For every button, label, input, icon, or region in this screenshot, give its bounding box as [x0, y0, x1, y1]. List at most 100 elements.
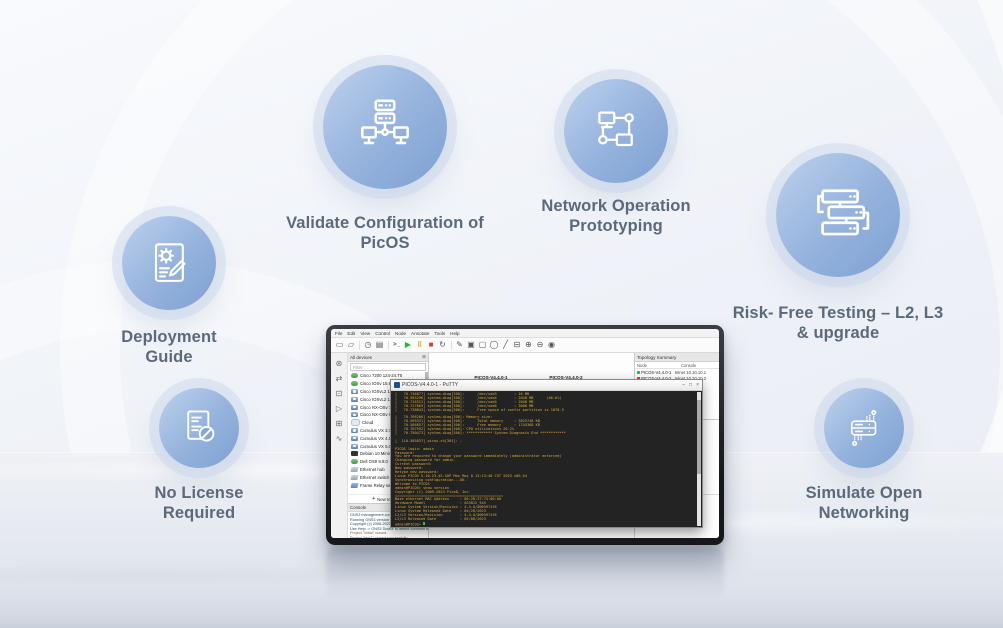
putty-window[interactable]: PICOS-V4.4.0-1 - PuTTY – □ × [ 70.746877…: [390, 379, 703, 528]
hub-icon: [350, 474, 359, 480]
servers-connected-monitors-icon: [361, 99, 409, 145]
device-template[interactable]: Cisco IOSv 15.9(3)M2: [348, 380, 428, 388]
start-icon[interactable]: ▶: [404, 340, 412, 349]
scrollbar-thumb[interactable]: [697, 400, 701, 474]
putty-app-icon: [394, 382, 400, 388]
feature-deployment-guide: Deployment Guide: [99, 216, 239, 368]
device-template[interactable]: Ethernet switch: [348, 473, 428, 481]
add-note-icon[interactable]: ✎: [456, 340, 463, 349]
project-properties-icon[interactable]: ▤: [375, 340, 384, 349]
feature-bubble: [776, 153, 900, 277]
stop-icon[interactable]: ■: [428, 340, 434, 349]
menu-control[interactable]: Control: [375, 330, 391, 336]
browse-routers-icon[interactable]: ⊛: [335, 359, 343, 368]
menu-view[interactable]: View: [360, 330, 371, 336]
feature-validate-configuration: Validate Configuration of PicOS: [275, 65, 495, 254]
feature-bubble: [564, 79, 668, 183]
cloud-icon: [351, 419, 360, 427]
feature-label: Risk- Free Testing – L2, L3 & upgrade: [732, 304, 944, 343]
device-template[interactable]: Cisco NX-OSv 7.3.0: [348, 403, 428, 411]
monitor-reflection: [326, 548, 724, 600]
draw-ellipse-icon[interactable]: ◯: [489, 340, 499, 349]
device-template[interactable]: Dell OS9 9.8.0: [348, 458, 428, 466]
document-gear-pencil-icon: [154, 243, 186, 282]
open-project-icon[interactable]: ▱: [347, 340, 355, 349]
minimize-icon[interactable]: –: [682, 382, 686, 388]
panel-menu-icon[interactable]: ⊞: [422, 354, 426, 359]
device-template[interactable]: Cisco NX-OSv 9000 9.3.1: [348, 411, 428, 419]
terminal-cursor: [423, 521, 426, 526]
device-template[interactable]: Cumulus VX 4.1.0: [348, 434, 428, 442]
topology-summary-header: Topology Summary: [635, 353, 719, 362]
new-blank-project-icon[interactable]: ▭: [335, 340, 344, 349]
add-link-icon[interactable]: ∿: [335, 434, 343, 443]
feature-label: Simulate Open Networking: [805, 484, 923, 523]
node-label: PICOS-V4.4.0-1: [474, 375, 508, 380]
multilayer-switch-icon: [351, 404, 358, 410]
feature-network-prototyping: Network Operation Prototyping: [516, 79, 716, 237]
feature-risk-free-testing: Risk- Free Testing – L2, L3 & upgrade: [728, 153, 948, 344]
monitor: File Edit View Control Node Annotate Too…: [326, 325, 724, 545]
draw-rectangle-icon[interactable]: ▢: [478, 340, 487, 349]
menu-edit[interactable]: Edit: [347, 330, 356, 336]
console-connect-icon[interactable]: >_: [393, 342, 400, 348]
main-toolbar: ▭ ▱ ◷ ▤ >_ ▶ ‖ ■ ↻ ✎ ▣ ▢ ◯ ╱ ⊟ ⊕ ⊖ ◉: [331, 338, 719, 353]
menu-bar: File Edit View Control Node Annotate Too…: [331, 329, 719, 338]
switch-green-icon: [351, 459, 358, 465]
browse-all-devices-icon[interactable]: ⊞: [335, 419, 343, 428]
device-template[interactable]: Frame Relay switch: [348, 481, 428, 489]
menu-annotate[interactable]: Annotate: [411, 330, 430, 336]
feature-label: Deployment Guide: [121, 328, 217, 367]
toolbar-separator: [387, 340, 389, 350]
device-template[interactable]: Cisco IOSvL2 15.2.4.0.55: [348, 395, 428, 403]
browse-end-devices-icon[interactable]: ⊡: [335, 389, 343, 398]
menu-file[interactable]: File: [335, 330, 343, 336]
snapshot-icon[interactable]: ◷: [364, 340, 372, 349]
device-template[interactable]: Cloud: [348, 419, 428, 427]
device-template[interactable]: Cisco 7200 124-24.T5: [348, 372, 428, 380]
suspend-icon[interactable]: ‖: [417, 340, 422, 349]
device-template[interactable]: Debian 10 Minimal: [348, 450, 428, 458]
toolbar-separator: [359, 340, 360, 350]
device-type-toolbar: ⊛ ⇄ ⊡ ▷ ⊞ ∿: [331, 353, 348, 538]
node-label: PICOS-V4.4.0-2: [549, 375, 583, 380]
topology-row[interactable]: PICOS-V4.4.0-2 telnet 10.10.10.2: [635, 376, 719, 383]
multilayer-switch-icon: [351, 412, 358, 418]
menu-tools[interactable]: Tools: [434, 330, 446, 336]
insert-image-icon[interactable]: ▣: [467, 340, 475, 349]
frame-relay-icon: [350, 482, 359, 488]
lock-icon[interactable]: ⊟: [513, 340, 521, 349]
browse-security-devices-icon[interactable]: ▷: [335, 404, 343, 413]
browse-switches-icon[interactable]: ⇄: [335, 374, 343, 383]
document-prohibited-icon: [187, 410, 215, 442]
feature-label: No License Required: [154, 484, 244, 523]
device-filter-input[interactable]: Filter: [350, 363, 426, 371]
topology-nodes-icon: [598, 111, 634, 147]
menu-node[interactable]: Node: [395, 330, 406, 336]
stacked-servers-icon: [817, 189, 870, 236]
device-template[interactable]: Cisco IOSvL2 15.2.20200924: [348, 388, 428, 396]
close-icon[interactable]: ×: [696, 382, 699, 388]
zoom-in-icon[interactable]: ⊕: [525, 340, 532, 349]
device-template[interactable]: Cumulus VX 3.7.10: [348, 427, 428, 435]
terminal-prompt-line[interactable]: admin@PICOS>: [395, 521, 694, 527]
topology-row[interactable]: PICOS-V4.4.0-1 telnet 10.10.10.1: [635, 369, 719, 376]
maximize-icon[interactable]: □: [689, 382, 693, 388]
status-running-icon: [637, 370, 640, 374]
menu-help[interactable]: Help: [450, 330, 460, 336]
putty-titlebar[interactable]: PICOS-V4.4.0-1 - PuTTY – □ ×: [391, 380, 702, 391]
reload-icon[interactable]: ↻: [439, 340, 446, 349]
draw-line-icon[interactable]: ╱: [503, 340, 508, 349]
screenshot-icon[interactable]: ◉: [548, 340, 555, 349]
device-template[interactable]: Ethernet hub: [348, 466, 428, 474]
device-template[interactable]: Cumulus VX 5.0.1: [348, 442, 428, 450]
multilayer-switch-icon: [351, 443, 358, 449]
feature-bubble: [323, 65, 447, 189]
hub-icon: [350, 466, 359, 472]
toolbar-separator: [450, 340, 452, 350]
zoom-out-icon[interactable]: ⊖: [536, 340, 544, 349]
terminal-scrollbar[interactable]: [697, 392, 701, 526]
terminal-output[interactable]: [ 70.746877] system-diag[300]: /dev/sda3…: [391, 391, 702, 527]
feature-bubble: [159, 388, 239, 468]
